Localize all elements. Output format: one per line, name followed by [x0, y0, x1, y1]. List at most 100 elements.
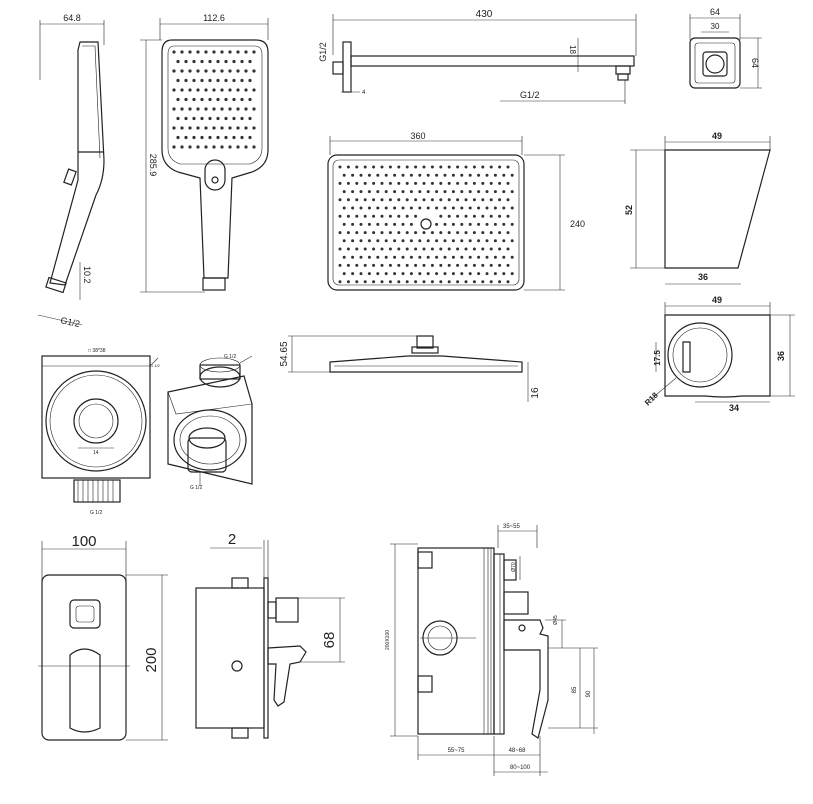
- rain-nozzle: [489, 263, 493, 267]
- rain-nozzle: [498, 280, 502, 284]
- rain-nozzle: [451, 272, 455, 276]
- rain-nozzle: [472, 181, 476, 185]
- rain-nozzle: [393, 272, 397, 276]
- plate-width-label: 100: [71, 533, 96, 550]
- rain-nozzle: [422, 280, 426, 284]
- spray-nozzle: [204, 50, 208, 54]
- rain-nozzle: [426, 173, 430, 177]
- spray-nozzle: [200, 59, 204, 64]
- rain-nozzle: [401, 190, 405, 194]
- rain-nozzle: [384, 255, 388, 259]
- rain-nozzle: [380, 198, 384, 202]
- rain-nozzle: [489, 181, 493, 185]
- rain-nozzle: [380, 247, 384, 251]
- spray-nozzle: [248, 78, 252, 83]
- rain-nozzle: [451, 206, 455, 210]
- arm-outlet-thread-label: G1/2: [520, 90, 540, 100]
- spray-nozzle: [184, 78, 188, 83]
- rain-nozzle: [372, 214, 376, 218]
- rain-nozzle: [430, 263, 434, 267]
- elbow-width-label: 64: [710, 7, 720, 17]
- rain-nozzle: [451, 255, 455, 259]
- rain-nozzle: [376, 239, 380, 243]
- rain-nozzle: [472, 165, 476, 169]
- rain-nozzle: [468, 272, 472, 276]
- rain-nozzle: [372, 198, 376, 202]
- rain-nozzle: [489, 280, 493, 284]
- spray-nozzle: [196, 107, 200, 111]
- rain-nozzle: [393, 173, 397, 177]
- holder-side-height-label: 52: [624, 205, 634, 215]
- rain-nozzle: [477, 222, 481, 226]
- rain-nozzle: [367, 206, 371, 210]
- spray-nozzle: [204, 107, 208, 111]
- rain-nozzle: [397, 214, 401, 218]
- rain-nozzle: [409, 190, 413, 194]
- rain-nozzle: [355, 247, 359, 251]
- rain-nozzle: [430, 247, 434, 251]
- rain-nozzle: [355, 214, 359, 218]
- spray-nozzle: [224, 97, 228, 102]
- rain-nozzle: [489, 214, 493, 218]
- spray-nozzle: [252, 145, 256, 149]
- rain-nozzle: [481, 165, 485, 169]
- rain-nozzle: [414, 280, 418, 284]
- spray-nozzle: [240, 78, 244, 83]
- rain-nozzle: [346, 214, 350, 218]
- spray-nozzle: [228, 50, 232, 54]
- section-d2-label: 48~68: [509, 748, 527, 754]
- rain-nozzle: [460, 272, 464, 276]
- rain-nozzle: [338, 247, 342, 251]
- rain-nozzle: [510, 255, 514, 259]
- rain-nozzle: [502, 239, 506, 243]
- rain-nozzle: [405, 231, 409, 235]
- spray-nozzle: [244, 50, 248, 54]
- spray-nozzle: [172, 69, 176, 73]
- rain-nozzle: [388, 280, 392, 284]
- rain-nozzle: [472, 214, 476, 218]
- rain-nozzle: [477, 173, 481, 177]
- holder-side-view: 49 52 36: [624, 131, 771, 285]
- rain-nozzle: [502, 222, 506, 226]
- rain-nozzle: [447, 231, 451, 235]
- rain-nozzle: [498, 263, 502, 267]
- rain-nozzle: [464, 165, 468, 169]
- spray-nozzle: [172, 126, 176, 130]
- spray-nozzle: [192, 59, 196, 64]
- spray-nozzle: [176, 78, 180, 83]
- handheld-front-view: 112.6 285.9: [140, 13, 269, 293]
- spray-nozzle: [180, 88, 184, 92]
- rain-nozzle: [485, 190, 489, 194]
- rain-nozzle: [439, 181, 443, 185]
- spray-nozzle: [172, 107, 176, 111]
- rain-nozzle: [443, 222, 447, 226]
- spray-nozzle: [184, 135, 188, 140]
- rain-nozzle: [393, 190, 397, 194]
- rain-nozzle: [456, 214, 460, 218]
- rain-nozzle: [418, 239, 422, 243]
- spray-nozzle: [188, 145, 192, 149]
- rain-nozzle: [510, 239, 514, 243]
- section-diameter-label: Ø70: [511, 562, 517, 572]
- rain-nozzle: [351, 239, 355, 243]
- handheld-side-view: 64.8 G1/2 10.2: [37, 13, 105, 329]
- rain-nozzle: [363, 165, 367, 169]
- rain-nozzle: [359, 173, 363, 177]
- rain-nozzle: [485, 239, 489, 243]
- rain-nozzle: [367, 222, 371, 226]
- rain-nozzle: [346, 198, 350, 202]
- rain-nozzle: [418, 255, 422, 259]
- rain-nozzle: [414, 198, 418, 202]
- rain-nozzle: [397, 247, 401, 251]
- head-thickness-label: 16: [530, 387, 541, 399]
- spray-nozzle: [252, 107, 256, 111]
- spray-nozzle: [252, 88, 256, 92]
- rain-nozzle: [355, 263, 359, 267]
- rain-nozzle: [338, 198, 342, 202]
- rain-nozzle: [342, 239, 346, 243]
- rain-nozzle: [435, 239, 439, 243]
- spray-nozzle: [240, 97, 244, 102]
- spray-nozzle: [192, 97, 196, 102]
- spray-nozzle: [176, 135, 180, 140]
- rain-nozzle: [460, 173, 464, 177]
